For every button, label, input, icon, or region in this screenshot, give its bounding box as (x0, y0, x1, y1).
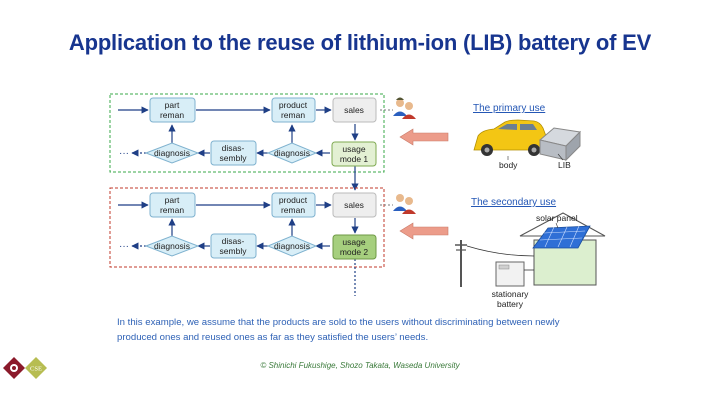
secondary-usage-label-1: usage (342, 237, 365, 247)
explanation-note: In this example, we assume that the prod… (117, 317, 560, 343)
secondary-disassembly-box: disas- sembly (210, 233, 257, 259)
primary-sales-box: sales (332, 97, 377, 123)
power-pole-icon (455, 240, 535, 287)
primary-part-reman-box: part reman (149, 97, 196, 123)
primary-product-reman-label-1: product (279, 100, 308, 110)
cse-logo-icon: CSE (25, 357, 47, 379)
secondary-diagnosis-left-label: diagnosis (154, 241, 190, 251)
university-logos: CSE (3, 357, 47, 379)
primary-disassembly-label-1: disas- (222, 143, 245, 153)
primary-diagnosis-mid-diamond: diagnosis (266, 142, 318, 164)
ev-car-illustration (473, 119, 550, 156)
house-illustration (519, 212, 606, 286)
stationary-battery-icon (495, 261, 534, 287)
waseda-logo-icon (3, 357, 25, 379)
secondary-usage-label-2: mode 2 (340, 247, 369, 257)
secondary-part-reman-label-1: part (165, 195, 180, 205)
secondary-disassembly-label-2: sembly (220, 246, 248, 256)
secondary-input-arrow (399, 222, 449, 240)
primary-product-reman-box: product reman (271, 97, 316, 123)
primary-sales-label: sales (344, 105, 364, 115)
primary-part-reman-label-1: part (165, 100, 180, 110)
primary-product-reman-label-2: reman (281, 110, 305, 120)
secondary-part-reman-label-2: reman (160, 205, 184, 215)
secondary-disassembly-label-1: disas- (222, 236, 245, 246)
primary-part-reman-label-2: reman (160, 110, 184, 120)
secondary-continuation-dots: ··· (119, 241, 129, 252)
primary-disassembly-box: disas- sembly (210, 140, 257, 166)
secondary-product-reman-box: product reman (271, 192, 316, 218)
copyright-notice: © Shinichi Fukushige, Shozo Takata, Wase… (260, 361, 460, 370)
page-title: Application to the reuse of lithium-ion … (68, 30, 652, 55)
primary-input-arrow (399, 128, 449, 146)
primary-use-heading: The primary use (473, 103, 546, 114)
secondary-sales-box: sales (332, 192, 377, 218)
primary-use-frame (109, 93, 385, 173)
stationary-battery-label-2: battery (497, 299, 524, 309)
lib-battery-pack-illustration (538, 127, 582, 162)
secondary-use-frame (109, 187, 385, 268)
primary-users-icon (380, 97, 416, 119)
primary-diagnosis-left-diamond: diagnosis (144, 142, 200, 164)
body-label: body (499, 160, 518, 170)
secondary-diagnosis-mid-diamond: diagnosis (266, 235, 318, 257)
solar-panel-label: solar panel (536, 213, 578, 223)
svg-text:CSE: CSE (30, 366, 42, 373)
primary-continuation-dots: ··· (119, 148, 129, 159)
primary-disassembly-label-2: sembly (220, 153, 248, 163)
primary-usage-label-1: usage (342, 144, 365, 154)
secondary-users-icon (380, 194, 416, 214)
secondary-sales-label: sales (344, 200, 364, 210)
primary-diagnosis-left-label: diagnosis (154, 148, 190, 158)
primary-flow-arrows (118, 106, 359, 191)
lib-label: LIB (558, 160, 571, 170)
secondary-part-reman-box: part reman (149, 192, 196, 218)
primary-diagnosis-mid-label: diagnosis (274, 148, 310, 158)
secondary-flow-arrows (118, 201, 359, 296)
stationary-battery-label-1: stationary (492, 289, 530, 299)
secondary-usage-mode-box: usage mode 2 (332, 234, 377, 260)
primary-usage-mode-box: usage mode 1 (331, 141, 377, 167)
secondary-diagnosis-left-diamond: diagnosis (144, 235, 200, 257)
primary-usage-label-2: mode 1 (340, 154, 369, 164)
secondary-product-reman-label-1: product (279, 195, 308, 205)
secondary-use-heading: The secondary use (471, 197, 556, 208)
secondary-product-reman-label-2: reman (281, 205, 305, 215)
secondary-diagnosis-mid-label: diagnosis (274, 241, 310, 251)
